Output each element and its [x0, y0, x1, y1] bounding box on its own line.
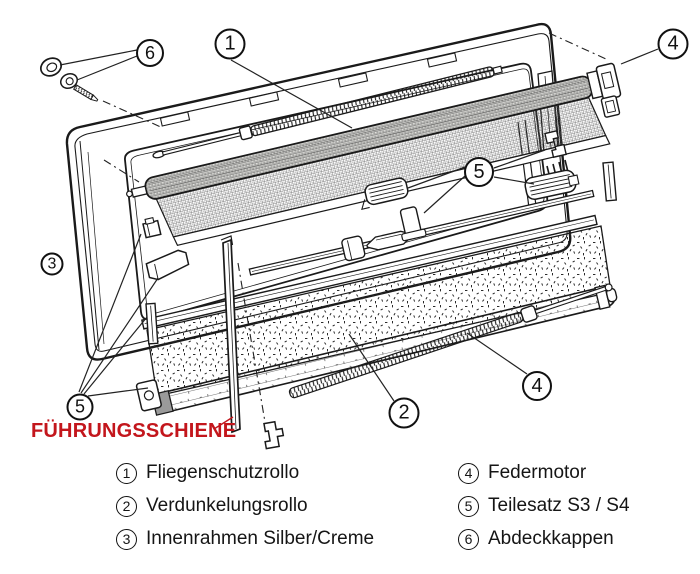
legend-item-3: 3 Innenrahmen Silber/Creme: [116, 528, 374, 550]
legend-label-2: Verdunkelungsrollo: [146, 495, 308, 516]
spring-motor-bottom: [288, 283, 613, 399]
callout-1: 1: [214, 28, 246, 60]
legend-num-2: 2: [116, 495, 137, 517]
spring-motor-top: [152, 65, 503, 159]
callout-3: 3: [40, 252, 64, 276]
callout-5-bottom: 5: [66, 393, 94, 421]
legend-item-6: 6 Abdeckkappen: [458, 528, 630, 550]
legend-num-5: 5: [458, 495, 479, 517]
parts-kit-right: [524, 95, 621, 202]
legend-left-column: 1 Fliegenschutzrollo 2 Verdunkelungsroll…: [116, 462, 374, 561]
parts-kit-left: [142, 216, 190, 345]
legend-label-1: Fliegenschutzrollo: [146, 462, 300, 483]
legend-label-6: Abdeckkappen: [488, 528, 614, 549]
legend-label-3: Innenrahmen Silber/Creme: [146, 528, 375, 549]
assembly-axes: [102, 32, 607, 423]
legend-num-1: 1: [116, 462, 137, 484]
legend-right-column: 4 Federmotor 5 Teilesatz S3 / S4 6 Abdec…: [458, 462, 630, 561]
cover-cap: [39, 57, 63, 77]
legend-label-4: Federmotor: [488, 462, 587, 483]
red-label-leader: [213, 416, 234, 430]
legend-num-4: 4: [458, 462, 479, 484]
callout-4-bottom: 4: [522, 371, 552, 401]
guide-rail-label: FÜHRUNGSSCHIENE: [31, 420, 237, 442]
pull-rail-group: [141, 177, 598, 330]
legend-label-5: Teilesatz S3 / S4: [488, 495, 630, 516]
callout-2: 2: [388, 397, 420, 429]
legend-item-1: 1 Fliegenschutzrollo: [116, 462, 374, 484]
legend-num-3: 3: [116, 528, 137, 550]
legend-item-2: 2 Verdunkelungsrollo: [116, 495, 374, 517]
callout-5-right: 5: [464, 157, 494, 187]
legend-item-4: 4 Federmotor: [458, 462, 630, 484]
legend-item-5: 5 Teilesatz S3 / S4: [458, 495, 630, 517]
callout-4-top: 4: [657, 28, 689, 60]
leader-lines: [59, 48, 659, 402]
screw: [59, 72, 99, 102]
legend-num-6: 6: [458, 528, 479, 550]
callout-6: 6: [136, 39, 164, 67]
rail-clip: [263, 420, 285, 450]
guide-rail: [220, 235, 241, 434]
